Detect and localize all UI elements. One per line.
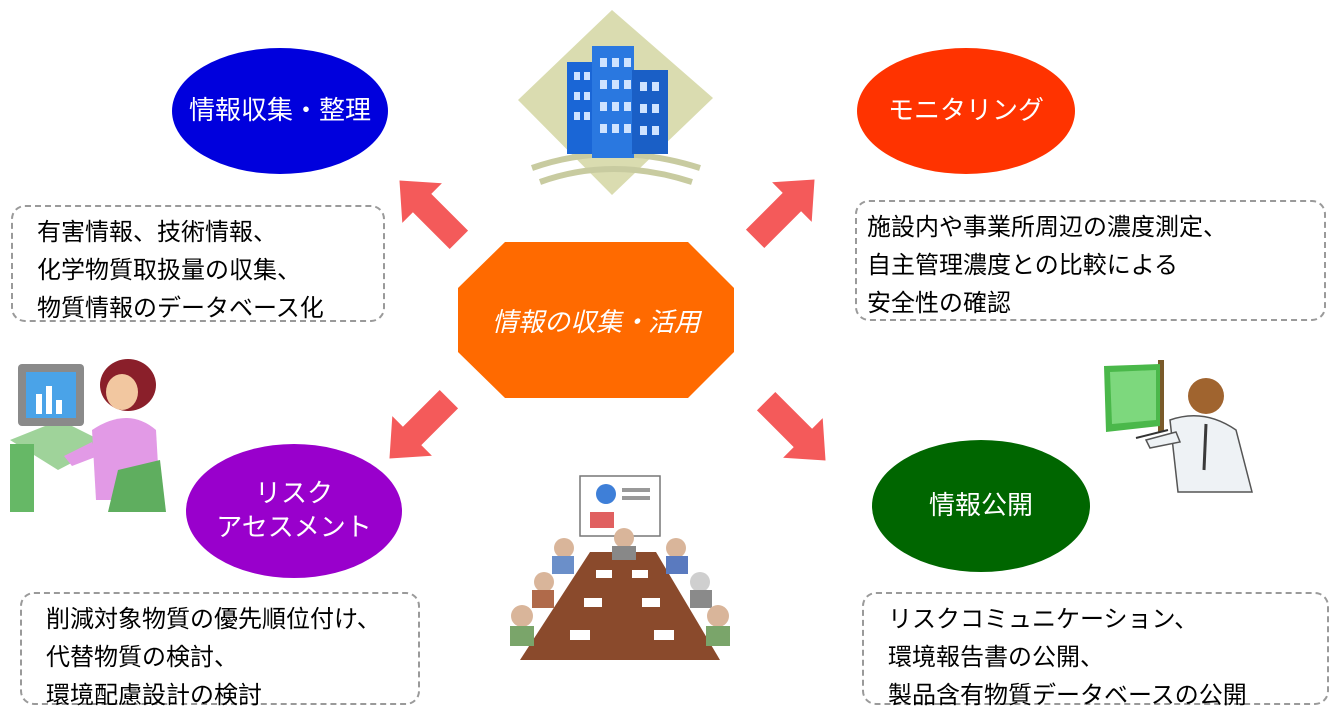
note-line: 物質情報のデータベース化: [37, 294, 324, 322]
note-line: リスクコミュニケーション、: [888, 605, 1199, 633]
note-line: 自主管理濃度との比較による: [867, 251, 1179, 279]
node-monitoring: モニタリング: [857, 48, 1075, 174]
note-line: 施設内や事業所周辺の濃度測定、: [867, 213, 1227, 241]
arrow-to-collect: [399, 180, 469, 250]
node-information-disclosure: 情報公開: [872, 440, 1090, 572]
presenter-with-board-icon: [1104, 360, 1253, 493]
note-line: 削減対象物質の優先順位付け、: [46, 605, 381, 633]
arrow-to-monitor: [745, 179, 815, 249]
note-line: 代替物質の検討、: [46, 643, 238, 671]
center-label: 情報の収集・活用: [491, 307, 700, 338]
note-line: 有害情報、技術情報、: [37, 218, 277, 246]
note-information-disclosure: リスクコミュニケーション、 環境報告書の公開、 製品含有物質データベースの公開: [862, 592, 1329, 709]
arrow-to-publish: [756, 391, 826, 461]
note-risk-assessment: 削減対象物質の優先順位付け、 代替物質の検討、 環境配慮設計の検討: [20, 592, 420, 709]
arrow-to-risk: [389, 389, 459, 459]
node-information-collection: 情報収集・整理: [172, 48, 388, 174]
center-octagon: [458, 242, 734, 398]
office-worker-at-computer-icon: [10, 359, 166, 512]
node-risk-assessment: リスク アセスメント: [186, 444, 402, 578]
note-line: 安全性の確認: [867, 289, 1011, 317]
note-line: 環境報告書の公開、: [888, 643, 1104, 671]
office-building-icon: [518, 10, 713, 195]
note-line: 化学物質取扱量の収集、: [37, 256, 301, 284]
note-information-collection: 有害情報、技術情報、 化学物質取扱量の収集、 物質情報のデータベース化: [11, 205, 385, 322]
note-monitoring: 施設内や事業所周辺の濃度測定、 自主管理濃度との比較による 安全性の確認: [855, 200, 1326, 321]
note-line: 製品含有物質データベースの公開: [888, 681, 1247, 709]
meeting-table-icon: [510, 475, 730, 660]
note-line: 環境配慮設計の検討: [46, 681, 262, 709]
